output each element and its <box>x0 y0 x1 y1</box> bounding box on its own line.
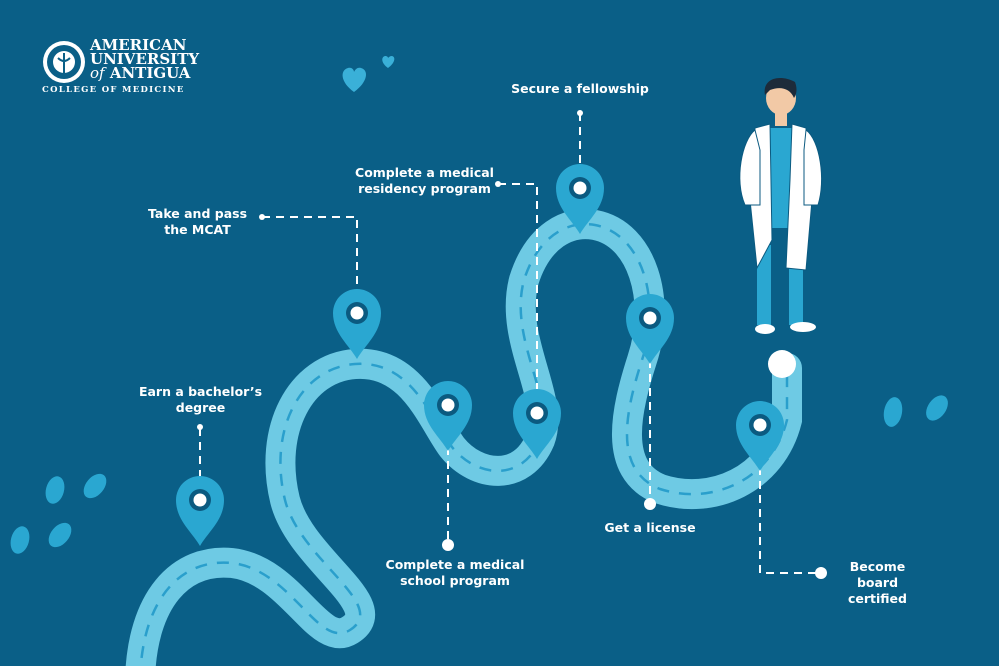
logo-line-4: COLLEGE OF MEDICINE <box>42 85 185 95</box>
logo-of: of <box>90 64 105 82</box>
pin-mcat <box>333 289 381 359</box>
road <box>125 209 802 666</box>
logo-line-2: UNIVERSITY <box>90 50 200 68</box>
footprint-icons <box>10 395 948 554</box>
leader-dots <box>197 110 827 579</box>
step-label-bachelors: Earn a bachelor’s degree <box>138 384 263 415</box>
step-label-board-certified: Become board certified <box>847 559 907 606</box>
logo-antigua: ANTIGUA <box>109 64 191 82</box>
university-seal-icon <box>43 41 85 83</box>
heart-icons <box>342 56 395 92</box>
step-label-residency: Complete a medical residency program <box>355 165 494 196</box>
pin-bachelors <box>176 476 224 546</box>
road-centerline <box>139 222 789 666</box>
logo-line-1: AMERICAN <box>90 36 187 54</box>
road-end-marker <box>768 350 796 378</box>
step-label-fellowship: Secure a fellowship <box>511 81 649 96</box>
doctor-illustration <box>739 78 823 334</box>
step-label-license: Get a license <box>604 520 696 535</box>
step-label-mcat: Take and pass the MCAT <box>147 206 248 237</box>
logo-line-3: of ANTIGUA <box>90 66 190 81</box>
step-label-medical-school: Complete a medical school program <box>385 557 525 588</box>
